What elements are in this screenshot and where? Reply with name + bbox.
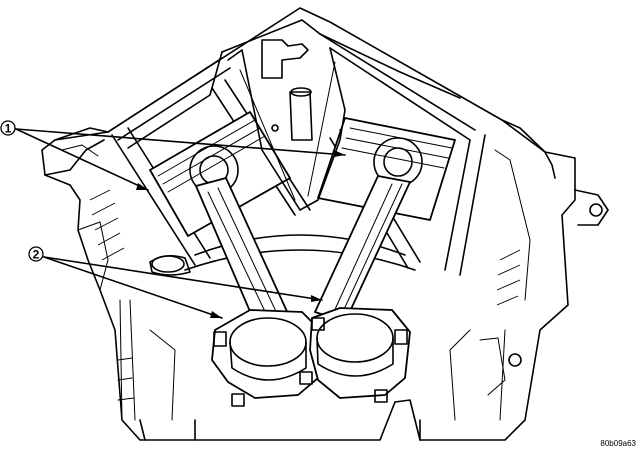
callout-1-number: 1 — [5, 122, 12, 136]
callout-2-leader-a — [43, 256, 223, 319]
left-cylinder-bank — [77, 57, 311, 421]
callout-2: 2 — [28, 246, 323, 319]
callout-1: 1 — [0, 120, 346, 191]
valley-detail — [227, 39, 346, 211]
lower-block-skirt — [117, 329, 522, 441]
figure-code: 80b09a63 — [600, 439, 636, 448]
engine-block-outline — [41, 7, 609, 441]
callout-2-number: 2 — [33, 248, 40, 262]
callout-1-leader-b — [15, 128, 346, 156]
rod-big-ends — [211, 307, 411, 407]
callout-2-leader-b — [43, 256, 323, 301]
callout-1-leader-a — [15, 128, 149, 191]
right-cylinder-bank — [317, 33, 531, 421]
